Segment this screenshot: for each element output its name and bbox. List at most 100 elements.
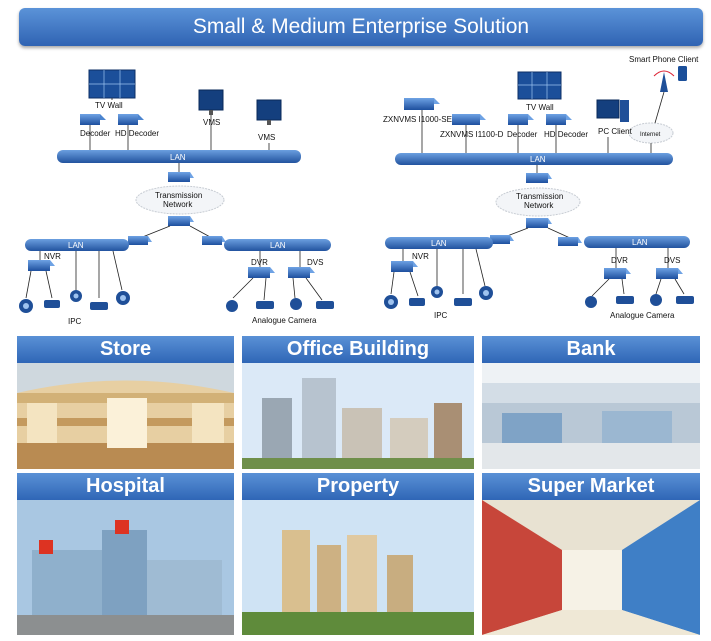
lan-bar-top [57,150,301,163]
dvr-label: DVR [251,258,268,267]
dome-camera-icon [431,286,443,298]
hd-decoder-icon [546,114,572,125]
hd-decoder-icon [118,114,144,125]
switch-icon [526,218,552,228]
dvs-icon [288,267,315,278]
zxnvms-d-label: ZXNVMS I1100-D [440,130,504,139]
network-diagrams: TV Wall Decoder HD Decoder VMS VMS LAN [19,55,699,326]
left-network-diagram: TV Wall Decoder HD Decoder VMS VMS LAN [19,69,334,326]
smart-phone-icon [678,66,687,81]
scenario-tile-bank: Bank [482,336,700,469]
decoder-label: Decoder [80,129,111,138]
analogue-camera-icon [256,301,274,309]
internet-label: Internet [640,132,661,138]
switch-icon [526,173,552,183]
vms-label-2: VMS [258,133,275,142]
dvr-icon [248,267,275,278]
scenario-label-super-market: Super Market [482,473,700,500]
tv-wall-label-right: TV Wall [526,103,554,112]
bullet-camera-icon [90,302,108,310]
scenario-label-office-building: Office Building [242,336,474,363]
pc-client-icon [596,99,629,122]
vms-monitor-icon [256,99,282,125]
scenario-label-store: Store [17,336,234,363]
right-network-diagram: Smart Phone Client Internet TV Wall ZXNV… [383,55,699,320]
dvs-label: DVS [307,258,323,267]
transmission-label: Transmission [155,191,202,200]
analogue-camera-icon [616,296,634,304]
zxnvms-se-label: ZXNVMS I1000-SE [383,115,452,124]
switch-icon [168,216,194,226]
decoder-icon [508,114,534,125]
hd-decoder-label: HD Decoder [115,129,159,138]
dome-camera-icon [19,299,33,313]
network-label-right: Network [524,201,554,210]
switch-icon [202,236,226,245]
nvr-label-right: NVR [412,252,429,261]
scenario-tile-store: Store [17,336,234,469]
analogue-camera-icon [676,296,694,304]
dvs-icon [656,268,683,279]
analogue-camera-label: Analogue Camera [252,316,317,325]
network-label: Network [163,200,193,209]
ipc-label: IPC [68,317,82,326]
switch-icon [558,237,582,246]
zxnvms-server-icon [452,114,486,125]
property-photo [242,500,474,635]
lan-bar-left [25,239,129,251]
lan-left-label: LAN [68,241,84,250]
office-building-photo [242,363,474,469]
scenario-label-property: Property [242,473,474,500]
bullet-camera-icon [44,300,60,308]
analogue-camera-icon [226,300,238,312]
decoder-label-right: Decoder [507,130,538,139]
solution-title: Small & Medium Enterprise Solution [192,15,530,38]
lan-bar-left-right [385,237,493,249]
analogue-camera-icon [290,298,302,310]
switch-icon [490,235,514,244]
lan-bar-top-right [395,153,673,165]
lan-bar-right [224,239,331,251]
super-market-photo [482,500,700,635]
dome-camera-icon [70,290,82,302]
zxnvms-server-icon [404,98,440,110]
tv-wall-label: TV Wall [95,101,123,110]
tv-wall-icon [517,71,562,100]
lan-top-label: LAN [170,153,186,162]
bullet-camera-icon [409,298,425,306]
dvr-label-right: DVR [611,256,628,265]
lan-right-label: LAN [270,241,286,250]
store-photo [17,363,234,469]
vms-label-1: VMS [203,118,220,127]
transmission-cloud-icon [135,185,225,215]
scenario-label-hospital: Hospital [17,473,234,500]
vms-monitor-icon [198,89,224,115]
pc-client-label: PC Client [598,127,633,136]
lan-left-label-right: LAN [431,239,447,248]
scenario-tile-hospital: Hospital [17,473,234,635]
tv-wall-icon [88,69,136,99]
scenario-tile-super-market: Super Market [482,473,700,635]
analogue-camera-icon [650,294,662,306]
solution-title-banner: Small & Medium Enterprise Solution [19,8,703,46]
hd-decoder-label-right: HD Decoder [544,130,588,139]
dome-camera-icon [384,295,398,309]
scenario-tile-office-building: Office Building [242,336,474,469]
analogue-camera-icon [316,301,334,309]
scenario-tile-property: Property [242,473,474,635]
hospital-photo [17,500,234,635]
lan-bar-right-right [584,236,690,248]
nvr-label: NVR [44,252,61,261]
lan-right-label-right: LAN [632,238,648,247]
analogue-camera-label-right: Analogue Camera [610,311,675,320]
transmission-cloud-icon [495,187,581,217]
switch-icon [168,172,194,182]
analogue-camera-icon [585,296,597,308]
dome-camera-icon [479,286,493,300]
signal-tower-icon [653,70,675,92]
dvs-label-right: DVS [664,256,680,265]
bank-photo [482,363,700,469]
dome-camera-icon [116,291,130,305]
decoder-icon [80,114,106,125]
bullet-camera-icon [454,298,472,306]
